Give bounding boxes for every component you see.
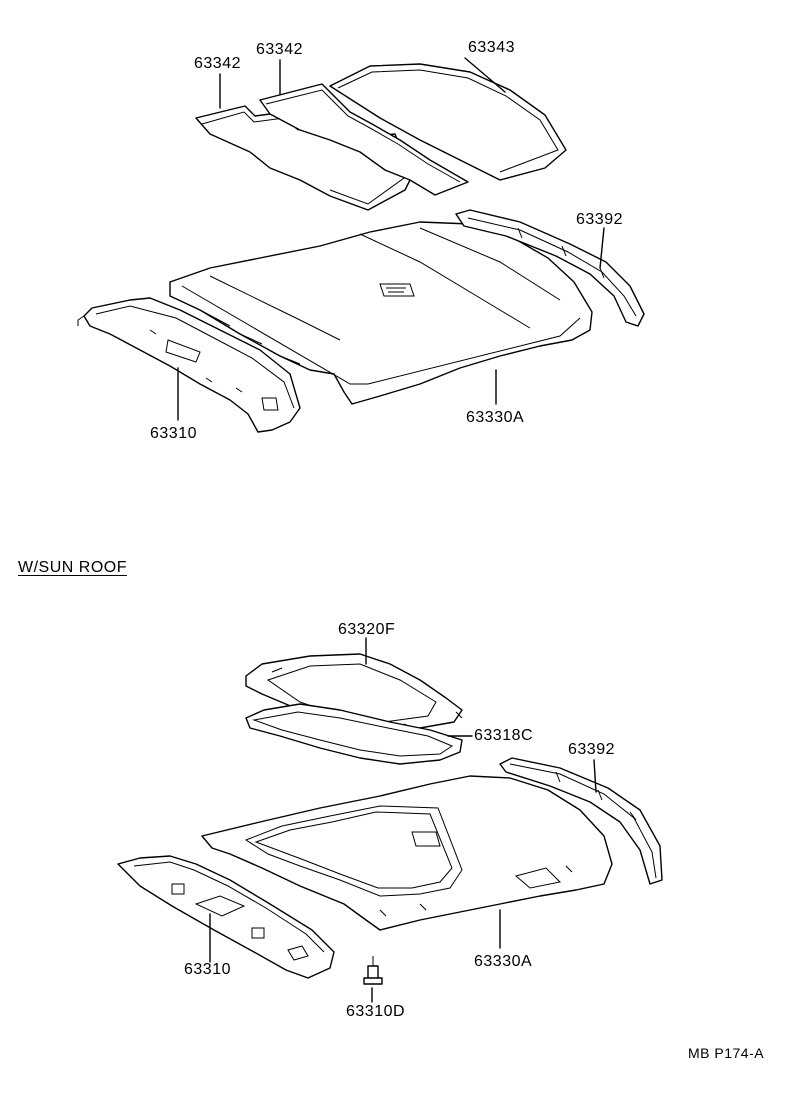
- label-rail-sunroof: 63392: [568, 741, 615, 758]
- label-rail-top: 63392: [576, 211, 623, 228]
- label-front-trim-top: 63310: [150, 425, 197, 442]
- sunroof-seal-63318C: [245, 703, 463, 765]
- pad-63342-mid: [259, 83, 469, 196]
- label-pad-left: 63342: [194, 55, 241, 72]
- label-sunroof-seal: 63318C: [474, 727, 534, 744]
- label-headliner-sunroof: 63330A: [474, 953, 533, 970]
- label-pad-mid: 63342: [256, 41, 303, 58]
- sunroof-frame-63320F: [245, 653, 463, 733]
- rail-63392-top: [455, 209, 645, 327]
- pad-63343-rear: [329, 63, 567, 181]
- drawing-code: MB P174-A: [688, 1045, 765, 1061]
- section-title-sunroof: W/SUN ROOF: [18, 559, 127, 576]
- headliner-top: [169, 221, 593, 405]
- front-trim-63310-top: [83, 297, 301, 433]
- label-front-trim-sunroof: 63310: [184, 961, 231, 978]
- label-clip: 63310D: [346, 1003, 406, 1020]
- clip-63310D: [363, 956, 383, 985]
- headliner-sunroof: [201, 775, 613, 931]
- label-sunroof-frame: 63320F: [338, 621, 396, 638]
- label-pad-rear: 63343: [468, 39, 515, 56]
- label-headliner-top: 63330A: [466, 409, 525, 426]
